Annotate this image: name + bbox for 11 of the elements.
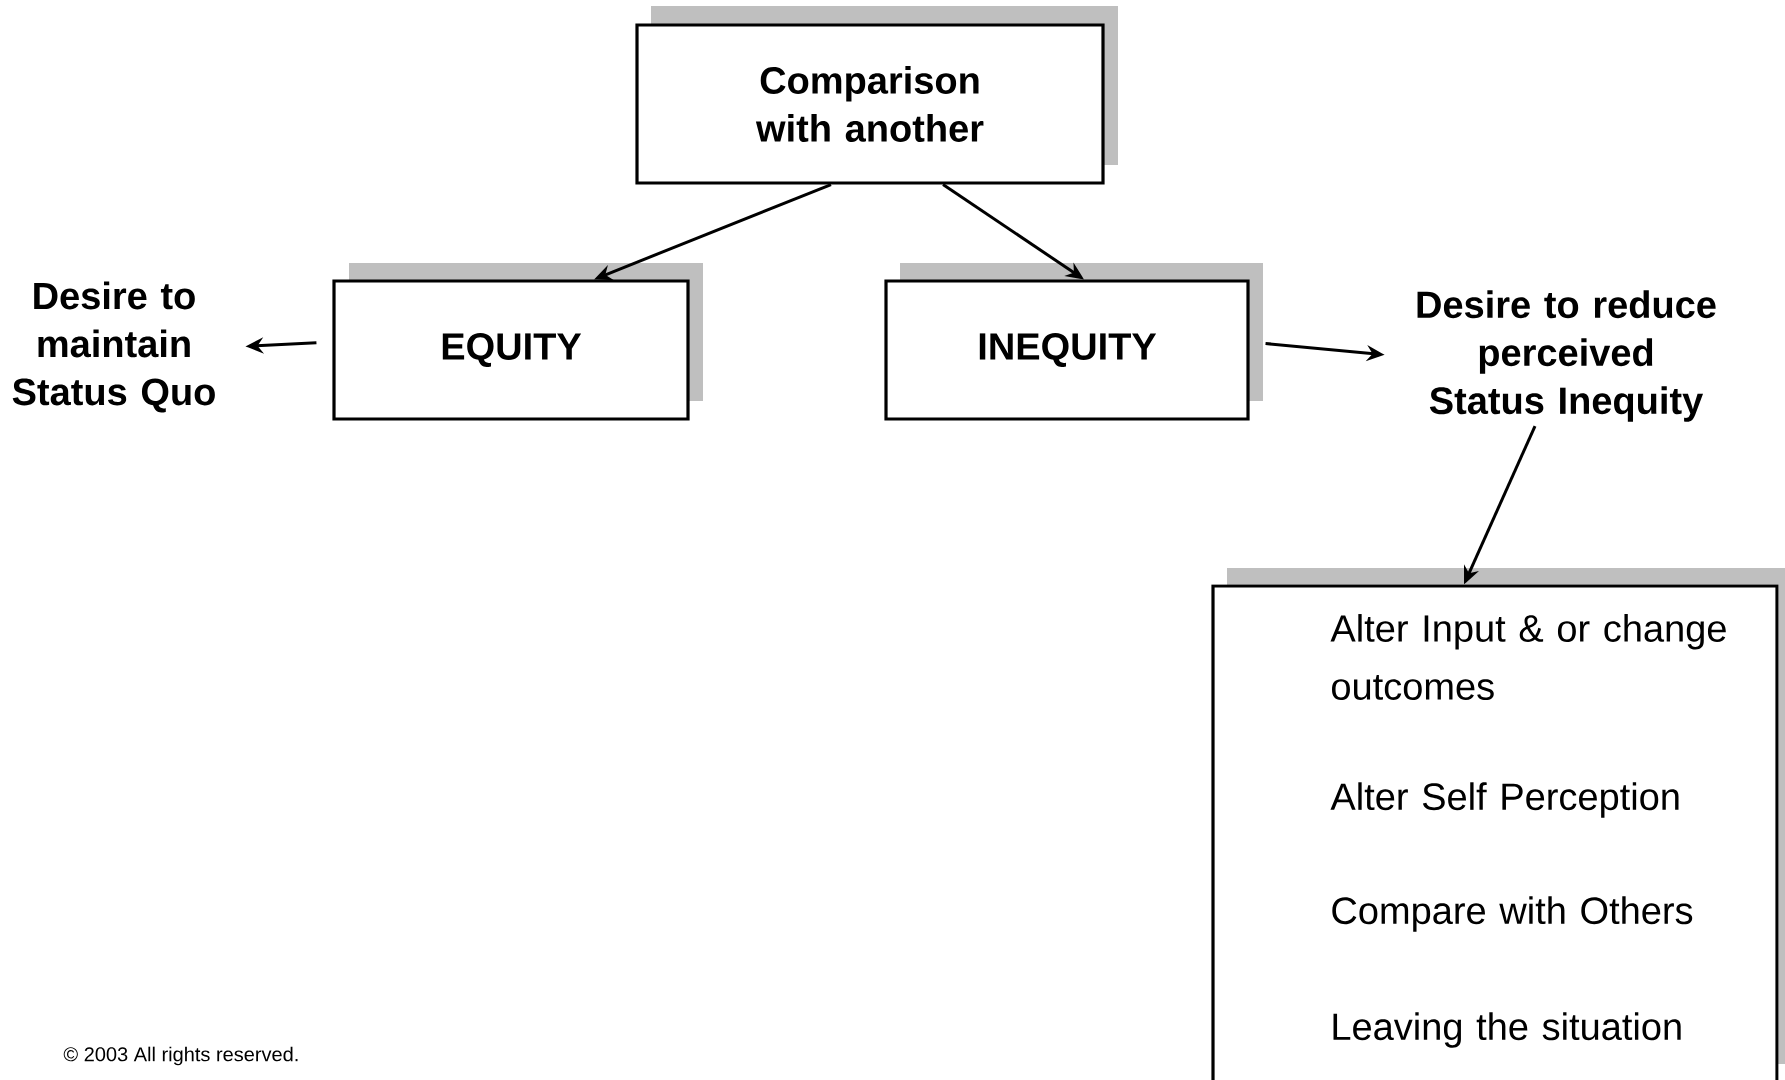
list-item: Alter Input & or change outcomes <box>1330 614 1726 700</box>
text-label: Desire to reduce perceived Status Inequity <box>1417 290 1716 422</box>
process-box: Comparison with another <box>635 6 1118 185</box>
text-label: Desire to maintain Status Quo <box>12 281 215 413</box>
copyright-note: © 2003 All rights reserved. <box>63 1046 298 1066</box>
list-item: Compare with Others <box>1332 896 1693 932</box>
process-box: INEQUITY <box>884 263 1263 421</box>
list-item: Leaving the situation <box>1333 1012 1681 1048</box>
list-item: Alter Self Perception <box>1330 782 1679 818</box>
list-box <box>1211 568 1785 1080</box>
process-box: EQUITY <box>332 263 703 421</box>
